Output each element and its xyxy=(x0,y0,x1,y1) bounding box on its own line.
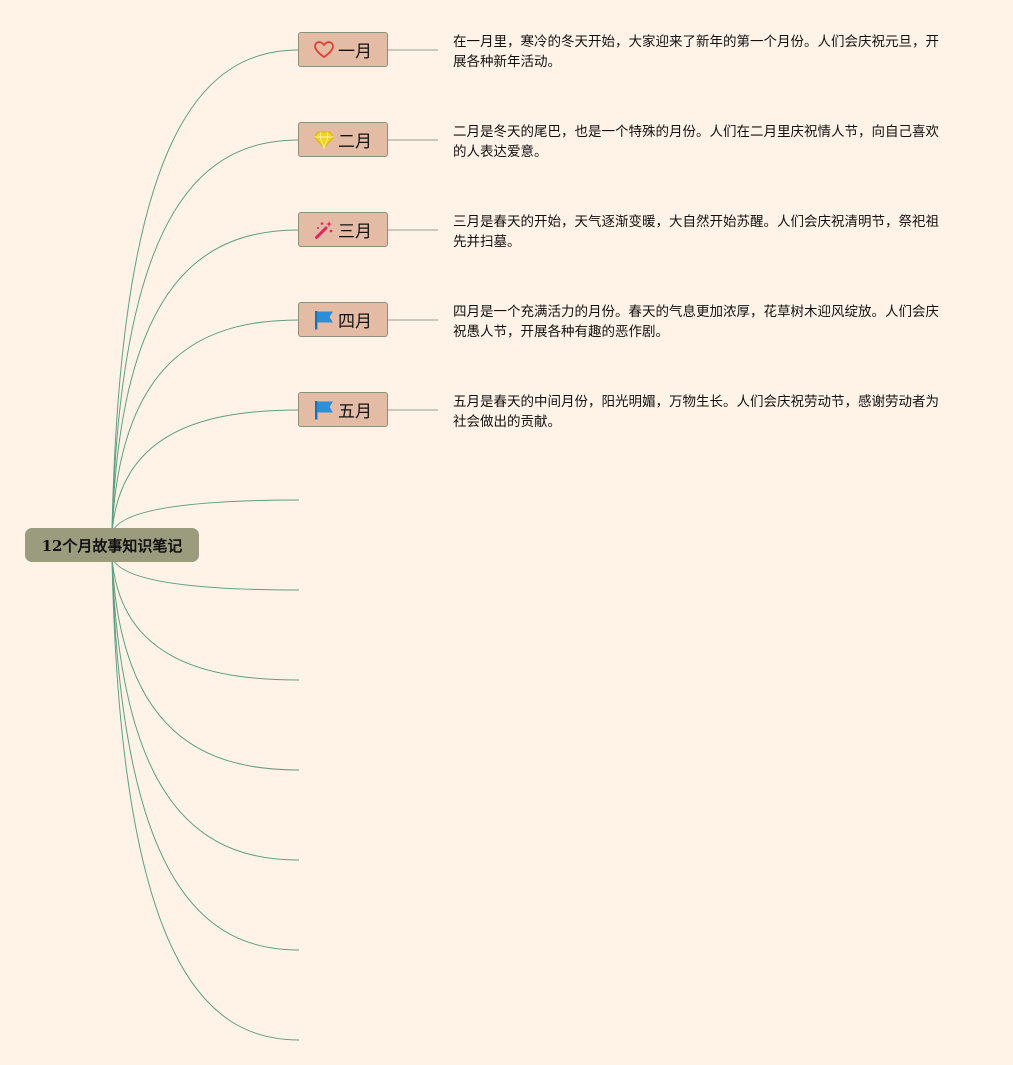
month-label: 二月 xyxy=(338,132,372,152)
month-node-may[interactable]: 五月 xyxy=(298,392,388,427)
branch-connector xyxy=(111,139,300,534)
branch-connector xyxy=(111,49,300,534)
diamond-icon xyxy=(314,130,334,150)
branch-connector xyxy=(111,556,300,1041)
root-topic-label: 12个月故事知识笔记 xyxy=(41,536,183,555)
month-label: 四月 xyxy=(338,312,372,332)
branch-connector xyxy=(111,229,300,534)
month-node-february[interactable]: 二月 xyxy=(298,122,388,157)
branch-connector xyxy=(111,556,300,681)
month-label: 五月 xyxy=(338,402,372,422)
month-node-march[interactable]: 三月 xyxy=(298,212,388,247)
branch-connector xyxy=(111,556,300,591)
branch-connector xyxy=(111,319,300,534)
month-label: 三月 xyxy=(338,222,372,242)
month-node-january[interactable]: 一月 xyxy=(298,32,388,67)
flag-icon xyxy=(314,310,334,330)
month-note-april[interactable]: 四月是一个充满活力的月份。春天的气息更加浓厚，花草树木迎风绽放。人们会庆祝愚人节… xyxy=(453,304,939,340)
flag-icon xyxy=(314,400,334,420)
branch-connector xyxy=(111,499,300,534)
magic-wand-icon xyxy=(314,220,334,240)
root-topic[interactable]: 12个月故事知识笔记 xyxy=(25,528,199,562)
month-label: 一月 xyxy=(338,42,372,62)
branch-connector xyxy=(111,409,300,534)
month-note-march[interactable]: 三月是春天的开始，天气逐渐变暖，大自然开始苏醒。人们会庆祝清明节，祭祀祖先并扫墓… xyxy=(453,214,939,250)
heart-icon xyxy=(314,40,334,60)
month-note-may[interactable]: 五月是春天的中间月份，阳光明媚，万物生长。人们会庆祝劳动节，感谢劳动者为社会做出… xyxy=(453,394,939,430)
branch-connector xyxy=(111,556,300,951)
month-note-january[interactable]: 在一月里，寒冷的冬天开始，大家迎来了新年的第一个月份。人们会庆祝元旦，开展各种新… xyxy=(453,34,939,70)
branch-connector xyxy=(111,556,300,771)
month-node-april[interactable]: 四月 xyxy=(298,302,388,337)
branch-connector xyxy=(111,556,300,861)
month-note-february[interactable]: 二月是冬天的尾巴，也是一个特殊的月份。人们在二月里庆祝情人节，向自己喜欢的人表达… xyxy=(453,124,939,160)
